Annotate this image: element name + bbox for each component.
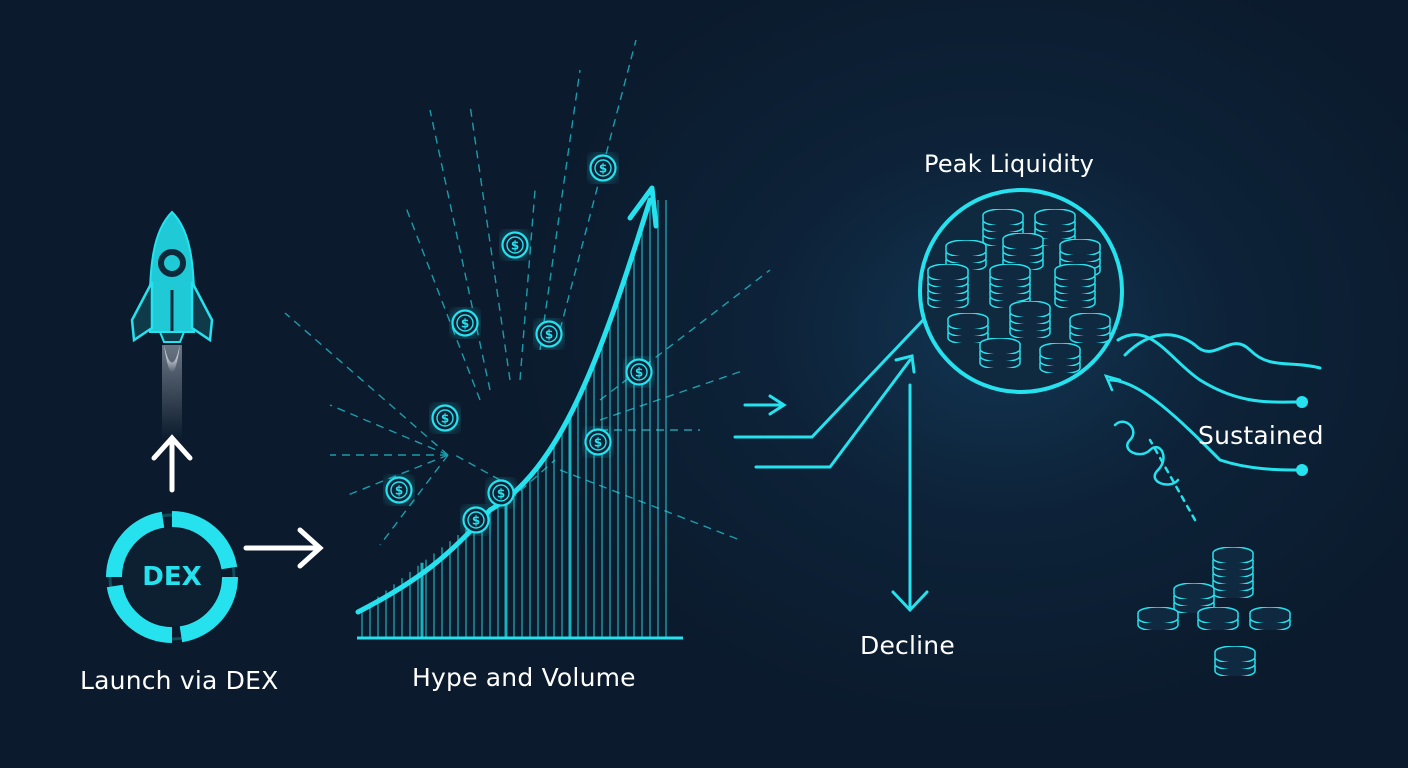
decline-arrow bbox=[891, 383, 929, 613]
burst-rays bbox=[284, 39, 771, 546]
right-arrow bbox=[243, 527, 324, 569]
inflow-lines bbox=[733, 316, 1322, 472]
step-label-decline: Decline bbox=[860, 631, 955, 660]
line-end-dot bbox=[1296, 464, 1308, 476]
line-end-dot bbox=[1296, 396, 1308, 408]
step-label-hype: Hype and Volume bbox=[412, 663, 636, 692]
up-arrow bbox=[151, 434, 193, 493]
peak-liquidity-globe bbox=[915, 185, 1127, 397]
step-label-launch: Launch via DEX bbox=[80, 666, 279, 695]
step-label-peak: Peak Liquidity bbox=[924, 150, 1095, 178]
dex-ring-icon bbox=[106, 511, 238, 643]
rocket-icon bbox=[130, 210, 214, 440]
dex-badge-label: DEX bbox=[142, 562, 202, 592]
hype-growth-chart bbox=[355, 185, 683, 640]
volatility-squiggle bbox=[1103, 374, 1197, 522]
coin-stack-icon bbox=[1137, 547, 1291, 676]
step-label-sustained: Sustained bbox=[1198, 421, 1324, 450]
